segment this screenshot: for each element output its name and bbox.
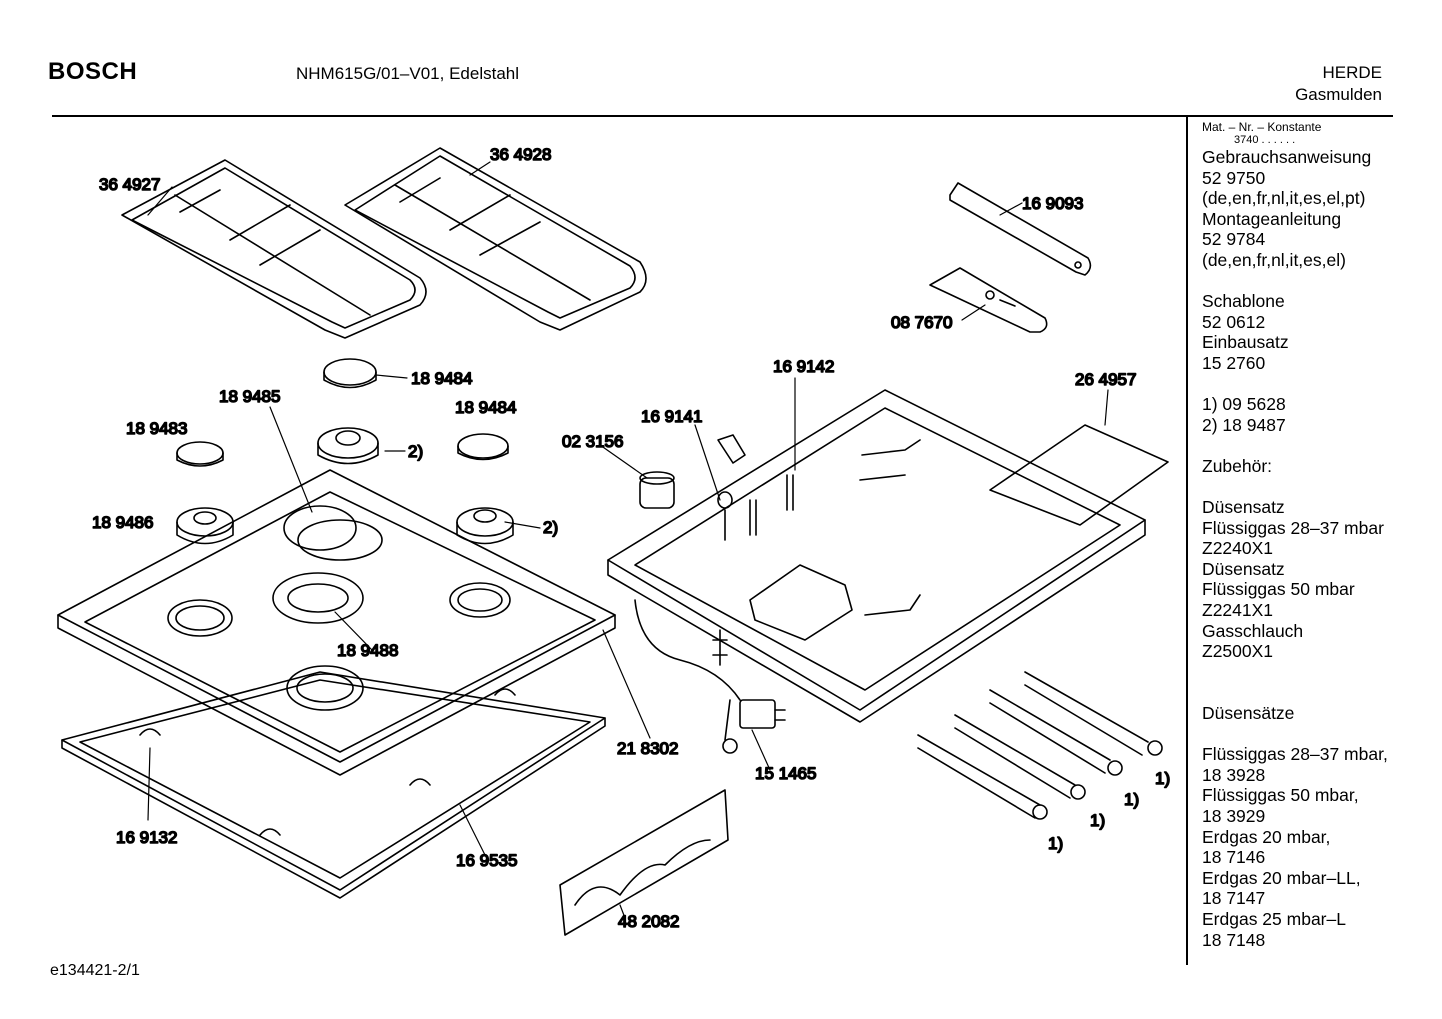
sidebar-line: 18 7148 (1202, 929, 1266, 950)
header-divider (52, 115, 1393, 117)
label-1b: 1) (1124, 790, 1139, 809)
brand-logo: BOSCH (48, 58, 138, 85)
label-1a: 1) (1155, 769, 1170, 788)
sidebar-line: 18 7146 (1202, 847, 1266, 868)
hob-top-218302 (57, 469, 616, 776)
sidebar-line: (de,en,fr,nl,it,es,el,pt) (1202, 188, 1366, 209)
nozzle-2 (954, 714, 1086, 800)
sidebar-line: 18 3929 (1202, 806, 1266, 826)
sidebar-line: 52 9784 (1202, 229, 1266, 250)
sidebar-line: Montageanleitung (1202, 208, 1342, 229)
spring-169142 (749, 474, 794, 536)
bracket-482082 (559, 789, 729, 936)
clamp-087670 (929, 267, 1048, 333)
sidebar-line: Gasschlauch (1202, 620, 1304, 641)
sidebar-line: 18 3928 (1202, 764, 1266, 785)
burner-cap-189483 (176, 441, 224, 467)
sidebar-line: 15 2760 (1202, 352, 1266, 373)
sidebar-line: Düsensatz (1202, 558, 1285, 579)
bottom-tray-264957 (607, 389, 1169, 723)
sidebar-line: (de,en,fr,nl,it,es,el) (1202, 249, 1346, 270)
sidebar-line: Düsensätze (1202, 703, 1295, 724)
label-364927: 36 4927 (99, 175, 160, 194)
burner-189486 (176, 507, 234, 545)
label-482082: 48 2082 (618, 912, 679, 931)
bracket-169093 (949, 182, 1092, 276)
drawing-id: e134421-2/1 (50, 962, 140, 979)
sidebar-line: Z2500X1 (1202, 641, 1274, 662)
label-189486: 18 9486 (92, 513, 153, 532)
label-364928: 36 4928 (490, 145, 551, 164)
label-151465: 15 1465 (755, 764, 816, 783)
burner-cap-189484b (457, 433, 509, 461)
seal-169535 (61, 671, 606, 899)
label-169132: 16 9132 (116, 828, 177, 847)
label-264957: 26 4957 (1075, 370, 1136, 389)
label-189483: 18 9483 (126, 419, 187, 438)
sidebar-line: Flüssiggas 28–37 mbar (1202, 517, 1384, 538)
model-title: NHM615G/01–V01, Edelstahl (296, 64, 520, 83)
label-218302: 21 8302 (617, 739, 678, 758)
pan-support-right (344, 147, 647, 331)
sidebar-divider (1186, 115, 1188, 965)
sidebar-line: Düsensatz (1202, 497, 1285, 518)
sidebar-heading: Mat. – Nr. – Konstante (1202, 120, 1322, 134)
sidebar-line: Gebrauchsanweisung (1202, 147, 1372, 167)
label-2a: 2) (408, 442, 423, 461)
sidebar-line: Zubehör: (1202, 455, 1273, 476)
ignition-switch-023156 (639, 471, 675, 509)
sidebar-line: Flüssiggas 28–37 mbar, (1202, 744, 1388, 765)
sidebar-line: Z2241X1 (1202, 600, 1274, 621)
sidebar-line: Einbausatz (1202, 332, 1289, 353)
sidebar-line: Flüssiggas 50 mbar, (1202, 785, 1359, 806)
burner-cap-189484a (323, 358, 377, 389)
category-label: HERDE (1322, 63, 1382, 82)
label-1c: 1) (1090, 811, 1105, 830)
label-189488: 18 9488 (337, 641, 398, 660)
subcategory-label: Gasmulden (1295, 85, 1382, 104)
label-169093: 16 9093 (1022, 194, 1083, 213)
nozzle-3 (989, 689, 1123, 776)
label-189484a: 18 9484 (411, 369, 472, 388)
burner-189485 (317, 427, 379, 465)
nozzle-4 (1024, 671, 1163, 756)
sidebar-constant: 3740 . . . . . . (1234, 134, 1296, 146)
label-1d: 1) (1048, 834, 1063, 853)
label-169535: 16 9535 (456, 851, 517, 870)
label-087670: 08 7670 (891, 313, 952, 332)
label-169141: 16 9141 (641, 407, 702, 426)
sidebar-line: Flüssiggas 50 mbar (1202, 579, 1355, 600)
sidebar-line: Erdgas 20 mbar, (1202, 826, 1331, 847)
clip-169141-top (717, 434, 746, 464)
parts-sidebar: Mat. – Nr. – Konstante 3740 . . . . . . … (1202, 120, 1438, 950)
label-169142: 16 9142 (773, 357, 834, 376)
sidebar-line: Z2240X1 (1202, 538, 1274, 559)
label-189484b: 18 9484 (455, 398, 516, 417)
sidebar-line: Erdgas 25 mbar–L (1202, 908, 1346, 929)
pan-support-left (121, 159, 427, 339)
sidebar-line: 2) 18 9487 (1202, 414, 1286, 435)
sidebar-line: 1) 09 5628 (1202, 394, 1286, 415)
sidebar-line: 52 0612 (1202, 311, 1266, 332)
sidebar-line: 52 9750 (1202, 167, 1266, 188)
sidebar-line: Erdgas 20 mbar–LL, (1202, 867, 1361, 888)
nozzle-1 (917, 734, 1048, 820)
ignition-cable-151465 (634, 599, 786, 754)
label-023156: 02 3156 (562, 432, 623, 451)
label-2b: 2) (543, 518, 558, 537)
spark-electrode-169141 (717, 491, 733, 541)
burner-189487 (456, 507, 514, 545)
sidebar-line: 18 7147 (1202, 888, 1266, 909)
label-189485: 18 9485 (219, 387, 280, 406)
leader-lines (147, 161, 1109, 919)
sidebar-line: Schablone (1202, 291, 1285, 312)
